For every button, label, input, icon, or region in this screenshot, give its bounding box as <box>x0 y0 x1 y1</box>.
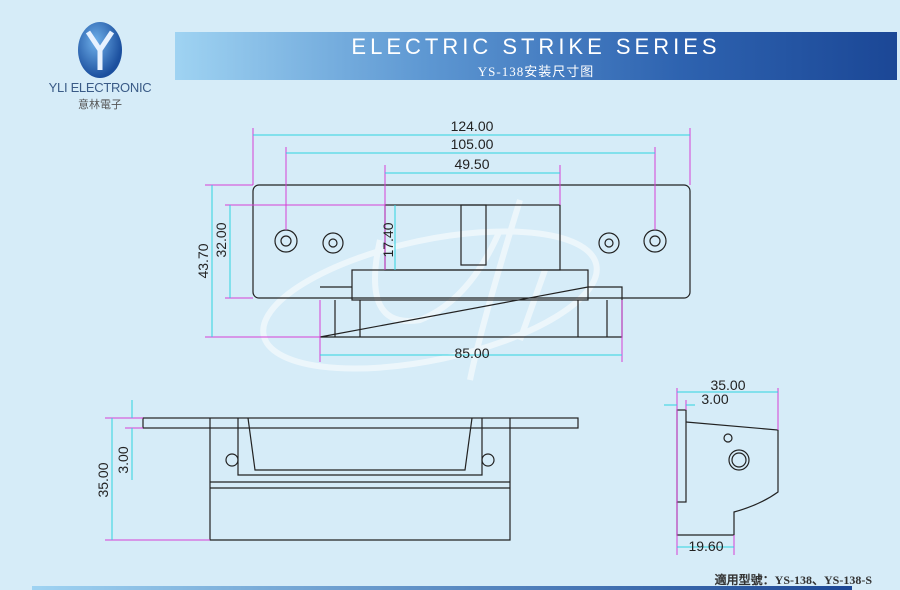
dim-plate-height: 32.00 <box>213 222 229 257</box>
top-view <box>252 184 691 338</box>
dim-hole-spacing: 105.00 <box>451 136 494 152</box>
footer-bar <box>32 586 852 590</box>
dim-body-depth: 17.40 <box>380 222 396 257</box>
applicable-models: 適用型號：YS-138、YS-138-S <box>714 573 872 587</box>
dim-body-width: 49.50 <box>454 156 489 172</box>
top-view-dimensions: 124.00 105.00 49.50 43.70 32.00 17.40 85… <box>195 118 691 362</box>
watermark <box>260 199 600 381</box>
logo-name-cn: 意林電子 <box>78 99 122 111</box>
page-subtitle: YS-138安装尺寸图 <box>477 64 595 79</box>
header-band: ELECTRIC STRIKE SERIES YS-138安装尺寸图 <box>175 32 897 80</box>
dim-side-bottom: 19.60 <box>688 538 723 554</box>
dim-lower-width: 85.00 <box>454 345 489 361</box>
company-logo: YLI ELECTRONIC 意林電子 <box>40 22 160 112</box>
dim-overall-height: 43.70 <box>195 243 211 278</box>
dim-front-flange: 3.00 <box>115 446 131 473</box>
side-view-dimensions: 35.00 3.00 19.60 <box>664 377 779 555</box>
side-view <box>676 409 779 536</box>
dim-side-depth: 35.00 <box>710 377 745 393</box>
dim-front-height: 35.00 <box>95 462 111 497</box>
dim-overall-length: 124.00 <box>451 118 494 134</box>
logo-name-en: YLI ELECTRONIC <box>48 80 152 95</box>
front-view-dimensions: 35.00 3.00 <box>95 400 210 541</box>
front-view <box>142 417 579 541</box>
logo-y-icon <box>78 22 122 78</box>
dim-side-flange: 3.00 <box>701 391 728 407</box>
page-title: ELECTRIC STRIKE SERIES <box>351 34 721 59</box>
